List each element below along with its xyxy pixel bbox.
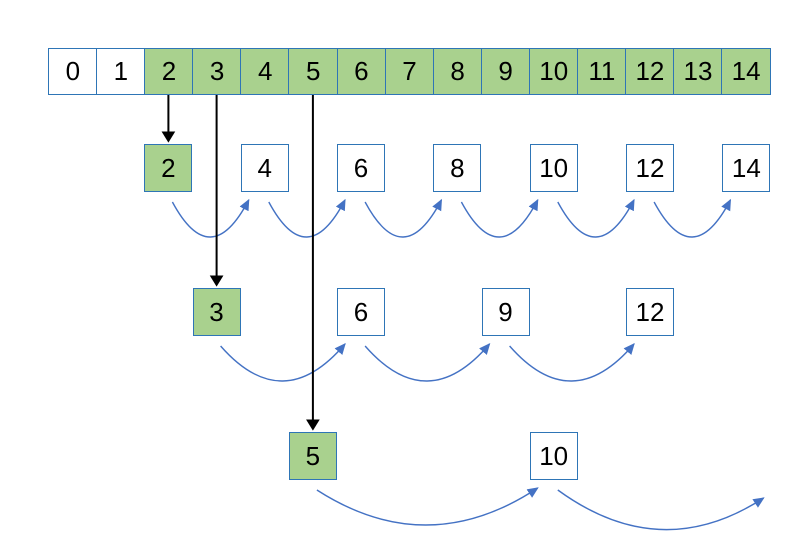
- strip-cell-4: 4: [240, 48, 290, 95]
- strip-cell-2: 2: [144, 48, 194, 95]
- hop-arrow-10-to-12: [557, 198, 635, 238]
- multiple-box-p2-12: 12: [626, 144, 674, 192]
- strip-cell-10: 10: [528, 48, 579, 95]
- hop-arrow-6-to-9: [364, 343, 491, 382]
- strip-cell-12: 12: [625, 48, 675, 95]
- hop-arrow-12-to-14: [653, 198, 732, 238]
- multiple-box-p5-5: 5: [288, 432, 337, 480]
- multiple-box-p2-8: 8: [433, 144, 482, 192]
- multiple-box-p2-2: 2: [144, 144, 193, 192]
- hop-arrow-9-to-12: [509, 343, 635, 382]
- hop-arrow-2-to-4: [171, 198, 250, 238]
- hop-arrow-4-to-6: [268, 198, 346, 238]
- multiple-box-p2-14: 14: [722, 144, 771, 192]
- hop-arrow-10-to-15: [557, 489, 765, 531]
- multiple-box-p3-6: 6: [337, 288, 385, 336]
- strip-cell-0: 0: [48, 48, 98, 95]
- multiple-box-p2-6: 6: [337, 144, 385, 192]
- strip-cell-6: 6: [336, 48, 387, 95]
- strip-cell-11: 11: [577, 48, 627, 95]
- multiple-box-p2-4: 4: [240, 144, 289, 192]
- hop-arrow-6-to-8: [364, 198, 443, 238]
- multiple-box-p3-12: 12: [626, 288, 674, 336]
- hop-arrow-5-to-10: [316, 487, 539, 526]
- strip-cell-7: 7: [384, 48, 435, 95]
- strip-cell-9: 9: [480, 48, 531, 95]
- multiple-box-p2-10: 10: [529, 144, 578, 192]
- hop-arrow-8-to-10: [460, 198, 539, 238]
- strip-cell-13: 13: [673, 48, 723, 95]
- multiple-box-p3-3: 3: [192, 288, 241, 336]
- multiple-box-p5-10: 10: [529, 432, 578, 480]
- strip-cell-8: 8: [432, 48, 483, 95]
- strip-cell-1: 1: [96, 48, 146, 95]
- strip-cell-14: 14: [721, 48, 771, 95]
- multiple-box-p3-9: 9: [481, 288, 530, 336]
- strip-cell-5: 5: [288, 48, 339, 95]
- hop-arrow-3-to-6: [220, 343, 346, 382]
- strip-cell-3: 3: [192, 48, 242, 95]
